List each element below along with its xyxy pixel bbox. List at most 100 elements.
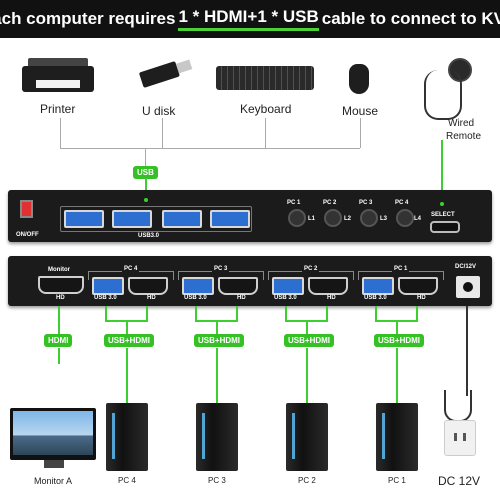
monitor-stand bbox=[44, 460, 64, 468]
connector-line bbox=[441, 140, 443, 192]
pc4-button-label: PC 4 bbox=[395, 200, 409, 206]
connector-line bbox=[58, 306, 60, 336]
mouse-label: Mouse bbox=[342, 104, 379, 118]
remote-cable bbox=[424, 70, 462, 120]
header-text-1: Each computer requires bbox=[0, 9, 176, 28]
usb-indicator-dot bbox=[144, 198, 148, 202]
front-usb-port-2[interactable] bbox=[112, 210, 152, 228]
pc1-group-label: PC 1 bbox=[392, 266, 410, 272]
connector-line bbox=[216, 320, 218, 334]
pc3-hdmi-port[interactable] bbox=[218, 277, 258, 295]
pc2-usb-label: USB 3.0 bbox=[274, 295, 297, 301]
connector-line bbox=[126, 348, 128, 403]
pc1-tower bbox=[376, 403, 418, 471]
connector-line bbox=[236, 306, 238, 320]
connector-line bbox=[265, 118, 266, 148]
connector-line bbox=[326, 306, 328, 320]
connector-line bbox=[216, 348, 218, 403]
dc-power-port[interactable] bbox=[456, 276, 480, 298]
pc2-label: PC 2 bbox=[298, 476, 316, 485]
monitor-hdmi-port[interactable] bbox=[38, 276, 84, 294]
connector-line bbox=[60, 118, 61, 148]
pc3-usb-port[interactable] bbox=[182, 277, 214, 295]
dc-port-label: DC/12V bbox=[455, 264, 477, 270]
front-usb-port-3[interactable] bbox=[162, 210, 202, 228]
connector-line bbox=[306, 348, 308, 403]
usb-tag: USB bbox=[133, 166, 158, 179]
connector-line bbox=[416, 306, 418, 320]
pc4-tower bbox=[106, 403, 148, 471]
connector-line bbox=[58, 348, 60, 364]
printer-label: Printer bbox=[40, 102, 76, 116]
pc2-hd-label: HD bbox=[327, 295, 336, 301]
keyboard-image bbox=[216, 66, 314, 90]
pc2-usb-hdmi-tag: USB+HDMI bbox=[284, 334, 335, 347]
remote-label-line2: Remote bbox=[446, 131, 482, 142]
monitor-hd-label: HD bbox=[56, 295, 65, 301]
pc1-label: PC 1 bbox=[388, 476, 406, 485]
pc2-hdmi-port[interactable] bbox=[308, 277, 348, 295]
mouse-image bbox=[349, 64, 369, 94]
power-switch[interactable] bbox=[20, 200, 33, 218]
pc1-hd-label: HD bbox=[417, 295, 426, 301]
connector-line bbox=[396, 320, 398, 334]
header-text-2: cable to connect to KVM bbox=[321, 9, 500, 28]
dc-cable bbox=[466, 306, 468, 396]
connector-line bbox=[105, 306, 107, 320]
pc4-label: PC 4 bbox=[118, 476, 136, 485]
connector-line bbox=[285, 306, 287, 320]
connector-line bbox=[306, 320, 308, 334]
pc2-button[interactable] bbox=[324, 209, 342, 227]
led-l4-label: L4 bbox=[414, 216, 422, 222]
pc4-usb-port[interactable] bbox=[92, 277, 124, 295]
pc1-button[interactable] bbox=[288, 209, 306, 227]
pc1-usb-label: USB 3.0 bbox=[364, 295, 387, 301]
header-highlight: 1 * HDMI+1 * USB bbox=[178, 7, 319, 31]
connector-line bbox=[126, 320, 128, 334]
pc3-hd-label: HD bbox=[237, 295, 246, 301]
front-usb-port-4[interactable] bbox=[210, 210, 250, 228]
on-off-label: ON/OFF bbox=[16, 232, 39, 238]
remote-label-line1: Wired bbox=[448, 118, 475, 129]
pc3-usb-hdmi-tag: USB+HDMI bbox=[194, 334, 245, 347]
pc4-group-label: PC 4 bbox=[122, 266, 140, 272]
connector-line bbox=[145, 148, 146, 166]
pc4-button[interactable] bbox=[396, 209, 414, 227]
hdmi-tag: HDMI bbox=[44, 334, 73, 347]
pc1-usb-hdmi-tag: USB+HDMI bbox=[374, 334, 425, 347]
usb-bank bbox=[60, 206, 252, 232]
connector-line bbox=[60, 148, 360, 149]
connector-line bbox=[375, 306, 377, 320]
header-banner: Each computer requires 1 * HDMI+1 * USB … bbox=[0, 0, 500, 38]
pc2-tower bbox=[286, 403, 328, 471]
monitor-image bbox=[10, 408, 96, 460]
connector-line bbox=[360, 118, 361, 148]
udisk-label: U disk bbox=[142, 104, 176, 118]
pc2-usb-port[interactable] bbox=[272, 277, 304, 295]
select-indicator-dot bbox=[440, 202, 444, 206]
led-l1-label: L1 bbox=[308, 216, 316, 222]
monitor-a-label: Monitor A bbox=[34, 476, 73, 486]
front-usb-port-1[interactable] bbox=[64, 210, 104, 228]
pc3-tower bbox=[196, 403, 238, 471]
select-label: SELECT bbox=[431, 212, 455, 218]
pc3-label: PC 3 bbox=[208, 476, 226, 485]
pc4-usb-hdmi-tag: USB+HDMI bbox=[104, 334, 155, 347]
pc1-hdmi-port[interactable] bbox=[398, 277, 438, 295]
pc2-button-label: PC 2 bbox=[323, 200, 337, 206]
connector-line bbox=[145, 178, 147, 192]
connector-line bbox=[195, 306, 197, 320]
select-port[interactable] bbox=[430, 221, 460, 233]
pc3-button[interactable] bbox=[360, 209, 378, 227]
pc3-group-label: PC 3 bbox=[212, 266, 230, 272]
dc-adapter-cable-loop bbox=[444, 390, 472, 422]
connector-line bbox=[396, 348, 398, 403]
pc3-button-label: PC 3 bbox=[359, 200, 373, 206]
pc2-group-label: PC 2 bbox=[302, 266, 320, 272]
pc4-hdmi-port[interactable] bbox=[128, 277, 168, 295]
pc1-usb-port[interactable] bbox=[362, 277, 394, 295]
connector-line bbox=[162, 118, 163, 148]
keyboard-label: Keyboard bbox=[240, 102, 292, 116]
udisk-image bbox=[138, 56, 195, 88]
led-l2-label: L2 bbox=[344, 216, 352, 222]
